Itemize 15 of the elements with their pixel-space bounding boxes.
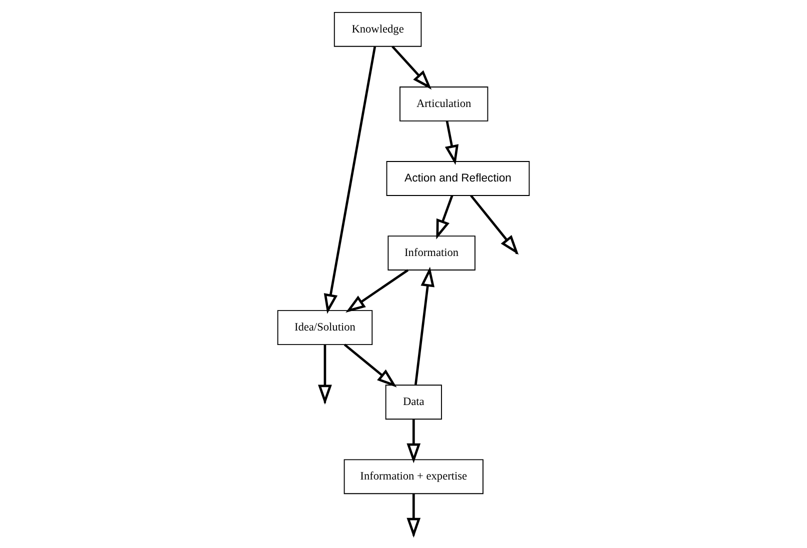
arrow	[436, 195, 454, 240]
node-box: Data	[385, 384, 442, 420]
arrow	[344, 344, 397, 388]
node-box: Information	[388, 236, 476, 270]
arrow	[392, 46, 432, 90]
node-box: Idea/Solution	[277, 310, 373, 346]
node-box: Knowledge	[334, 12, 422, 47]
node-box: Articulation	[399, 86, 488, 122]
arrow	[406, 419, 421, 464]
arrow	[414, 266, 435, 385]
node-box: Information + expertise	[344, 459, 484, 494]
arrow	[444, 120, 459, 165]
node-box: Action and Reflection	[386, 161, 530, 196]
arrow	[346, 269, 409, 313]
arrow	[324, 46, 376, 314]
